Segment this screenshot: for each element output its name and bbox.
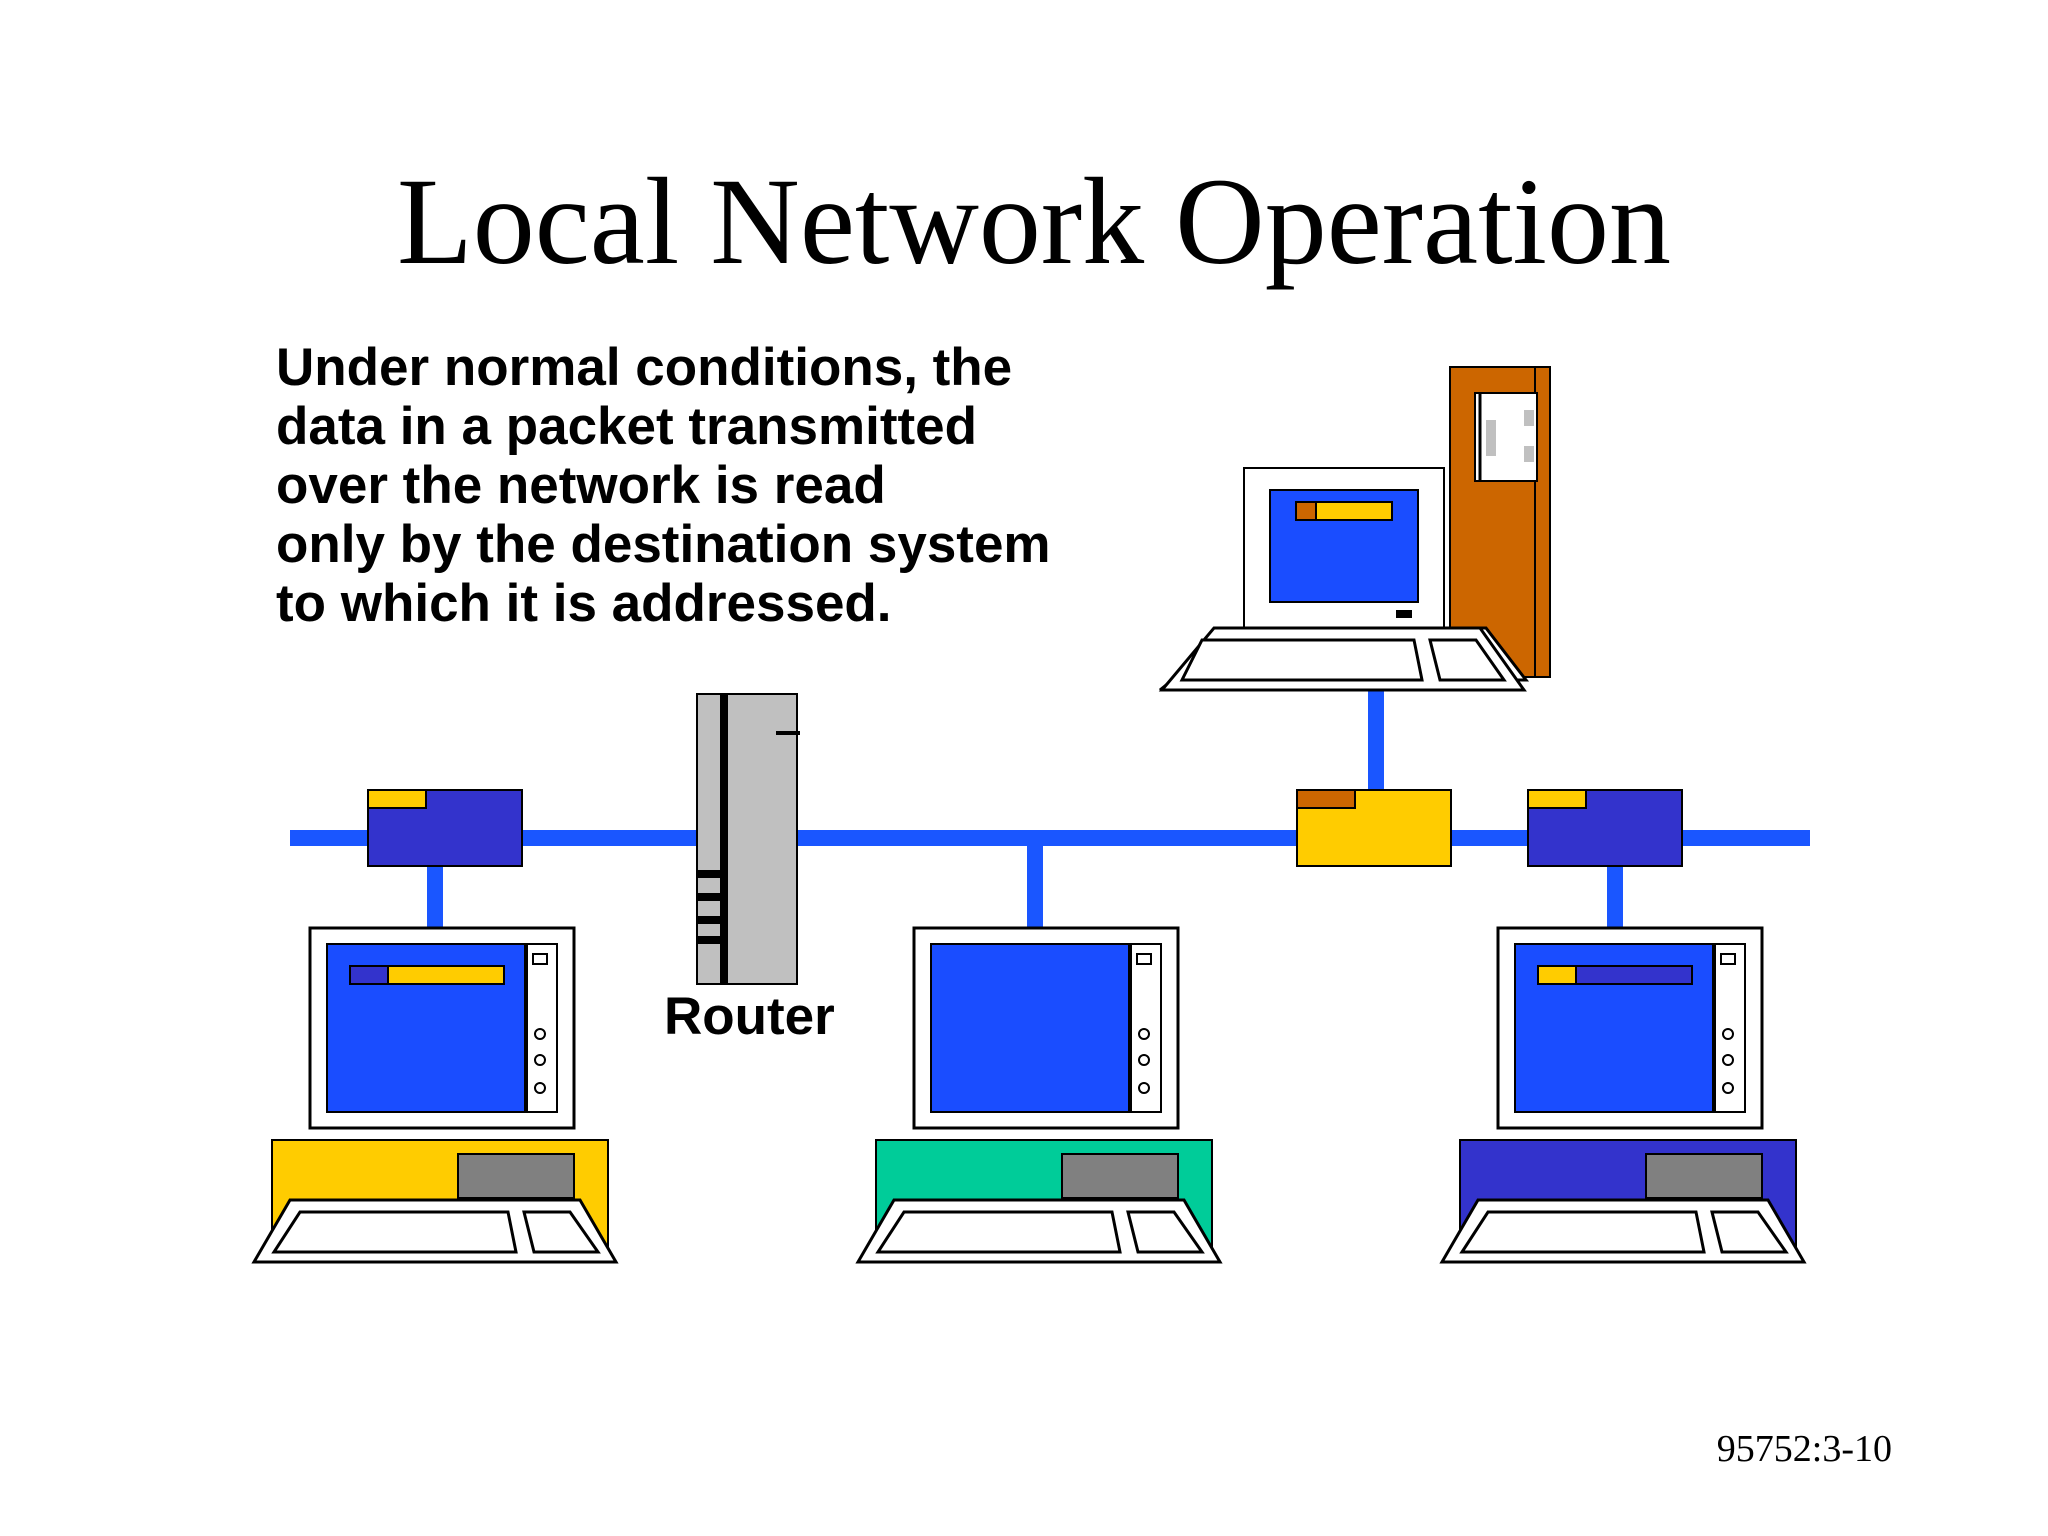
slide-title: Local Network Operation (397, 153, 1671, 290)
router-label: Router (664, 987, 835, 1046)
packet-left (367, 789, 523, 867)
body-line: over the network is read (276, 456, 886, 515)
body-line: only by the destination system (276, 515, 1051, 574)
packet-right (1527, 789, 1683, 867)
router-icon (696, 693, 800, 985)
body-line: Under normal conditions, the (276, 338, 1013, 397)
packet-center-yellow (1296, 789, 1452, 867)
workstation-right (1439, 926, 1807, 1264)
body-line: data in a packet transmitted (276, 397, 977, 456)
slide-body-text: Under normal conditions, the data in a p… (276, 338, 1156, 633)
server-workstation (1158, 366, 1551, 692)
workstation-left (251, 926, 619, 1264)
slide-id: 95752:3-10 (1716, 1428, 1892, 1470)
workstation-middle (855, 926, 1223, 1264)
body-line: to which it is addressed. (276, 574, 892, 633)
